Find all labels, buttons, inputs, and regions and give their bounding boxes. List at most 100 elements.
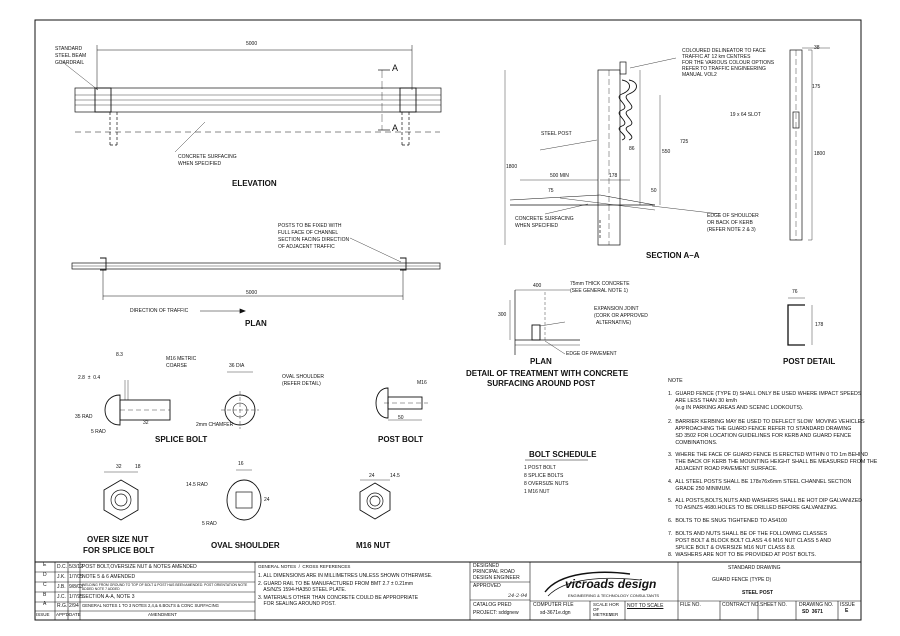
dimension-label: 550 (662, 149, 671, 155)
dimension-label: 5000 (246, 290, 258, 296)
guardrail-label: GUARDRAIL (55, 60, 85, 66)
radius-label: 14.5 RAD (186, 482, 208, 488)
thread-note: M16 METRIC (166, 356, 197, 362)
rev-appd: J.C. (57, 594, 66, 600)
rev-date: 2/94 (69, 603, 79, 609)
contract-no-label: CONTRACT NO. (722, 602, 760, 608)
general-note-line: 3. MATERIALS OTHER THAN CONCRETE COULD B… (258, 595, 419, 601)
dimension-label: 500 MIN (550, 173, 569, 179)
dimension-label: 36 DIA (229, 363, 245, 369)
general-note-line: 1. ALL DIMENSIONS ARE IN MILLIMETRES UNL… (258, 573, 433, 579)
delineator-note: FOR THE VARIOUS COLOUR OPTIONS (682, 60, 775, 66)
rev-appd: J.B. (57, 584, 66, 590)
dimension-label: 75 (548, 188, 554, 194)
dimension-label: 8.3 (116, 352, 123, 358)
rev-date: 9/8/03 (69, 584, 83, 590)
concrete-label: WHEN SPECIFIED (515, 223, 559, 229)
rev-date: 5/3/12 (69, 564, 83, 570)
note-line: COMBINATIONS. (668, 440, 718, 446)
concrete-label: WHEN SPECIFIED (178, 161, 222, 167)
drawing-no: SD 3671 (802, 609, 823, 615)
general-notes-title: GENERAL NOTES / CROSS REFERENCES (258, 564, 351, 569)
computer-file-name: sd-3671e.dgn (540, 610, 571, 616)
rev-amendment: NOTE 5 & 6 AMENDED (82, 574, 136, 580)
plan-note: SECTION FACING DIRECTION (278, 237, 350, 243)
post-bolt-drawing (375, 387, 428, 421)
dimension-label: 5000 (246, 41, 258, 47)
shoulder-note: EDGE OF SHOULDER (707, 213, 759, 219)
bolt-schedule-item: 8 SPLICE BOLTS (524, 473, 564, 479)
scale-of-label: OF (593, 607, 600, 612)
standard-drawing-label: STANDARD DRAWING (728, 565, 781, 571)
rev-amendment: POST BOLT,OVERSIZE NUT & NOTES AMENDED (82, 564, 197, 570)
dimension-label: 725 (680, 139, 689, 145)
slot-label: 19 x 64 SLOT (730, 112, 761, 118)
joint-note: EXPANSION JOINT (594, 306, 639, 312)
note-line: ADJACENT ROAD PAVEMENT SURFACE. (668, 466, 778, 472)
view-title-plan-detail: SURFACING AROUND POST (487, 379, 596, 388)
general-note-line: AS/NZS 1594-HA350 STEEL PLATE. (258, 587, 347, 593)
note-line: 4. ALL STEEL POSTS SHALL BE 178x76x6mm S… (668, 479, 852, 485)
bolt-schedule-item: 1 M16 NUT (524, 489, 550, 495)
dimension-label: 178 (609, 173, 618, 179)
rev-issue: C (43, 582, 47, 588)
view-title-m16-nut: M16 NUT (356, 541, 391, 550)
general-note-line: FOR SEALING AROUND POST. (258, 601, 336, 607)
rev-amendment: GENERAL NOTES 1 TO 3 NOTES 2,4,& 6.BOLTS… (82, 603, 219, 608)
concrete-note: 75mm THICK CONCRETE (570, 281, 630, 287)
rev-header: ISSUE (36, 612, 50, 617)
dimension-label: 2.8 ± 0.4 (78, 375, 101, 381)
view-title-elevation: ELEVATION (232, 179, 277, 188)
dimension-label: 50 (651, 188, 657, 194)
note-line: 1. GUARD FENCE (TYPE D) SHALL ONLY BE US… (668, 391, 862, 397)
dimension-label: 1800 (506, 164, 518, 170)
rev-header: APP'D (56, 612, 70, 617)
bolt-schedule-item: 8 OVERSIZE NUTS (524, 481, 569, 487)
drawing-title: GUARD FENCE (TYPE D) (712, 577, 772, 583)
title-block-lines (35, 561, 861, 620)
note-line: GRADE 250 MINIMUM. (668, 486, 732, 492)
view-title-oversize-nut: FOR SPLICE BOLT (83, 546, 155, 555)
note-line: 5. ALL POSTS,BOLTS,NUTS AND WASHERS SHAL… (668, 498, 863, 504)
guardrail-label: STEEL BEAM (55, 53, 87, 59)
dimension-label: 178 (815, 322, 824, 328)
m16-nut-drawing (359, 479, 391, 520)
plan-note: FULL FACE OF CHANNEL (278, 230, 339, 236)
dimension-label: 18 (135, 464, 141, 470)
sheet-no-label: SHEET NO. (760, 602, 787, 608)
oval-note: OVAL SHOULDER (282, 374, 324, 380)
shoulder-note: OR BACK OF KERB (707, 220, 753, 226)
not-to-scale: NOT TO SCALE (627, 603, 664, 609)
note-line: 6. BOLTS TO BE SNUG TIGHTENED TO AS4100 (668, 518, 787, 524)
view-title-post-bolt: POST BOLT (378, 435, 424, 444)
dimension-label: 38 (814, 45, 820, 51)
concrete-label: CONCRETE SURFACING (515, 216, 574, 222)
note-line: (e.g IN PARKING AREAS AND SCENIC LOOKOUT… (668, 405, 804, 411)
dimension-label: 175 (812, 84, 821, 90)
view-title-oval-shoulder: OVAL SHOULDER (211, 541, 280, 550)
chamfer-label: 2mm CHAMFER (196, 422, 234, 428)
dimension-label: 86 (629, 146, 635, 152)
scale-metres-label: METRES (593, 612, 612, 617)
thread-label: M16 (417, 380, 427, 386)
plan-detail-view (509, 289, 580, 355)
note-line: THE BACK OF KERB THE MOUNTING HEIGHT SHA… (668, 459, 878, 465)
designed-label: PRINCIPAL ROAD (473, 569, 515, 575)
concrete-label: CONCRETE SURFACING (178, 154, 237, 160)
note-line: POST BOLT & BLOCK BOLT CLASS 4.6 M16 NUT… (668, 538, 832, 544)
designed-label: DESIGNED (473, 563, 500, 569)
radius-label: 5 RAD (202, 521, 217, 527)
edge-note: EDGE OF PAVEMENT (566, 351, 617, 357)
drawing-no-label: DRAWING NO. (799, 602, 834, 608)
view-title-splice-bolt: SPLICE BOLT (155, 435, 208, 444)
delineator-note: COLOURED DELINEATOR TO FACE (682, 48, 766, 54)
dimension-label: 1800 (814, 151, 826, 157)
note-line: 2. BARRIER KERBING MAY BE USED TO DEFLEC… (668, 419, 865, 425)
rev-date: 1/7/05 (69, 574, 83, 580)
approved-date: 24-2-94 (508, 593, 528, 599)
rev-date: 1/7/95 (69, 594, 83, 600)
vicroads-logo-sub: ENGINEERING & TECHNOLOGY CONSULTANTS (568, 593, 660, 598)
rev-appd: J.K. (57, 574, 66, 580)
elevation-view (59, 45, 442, 153)
